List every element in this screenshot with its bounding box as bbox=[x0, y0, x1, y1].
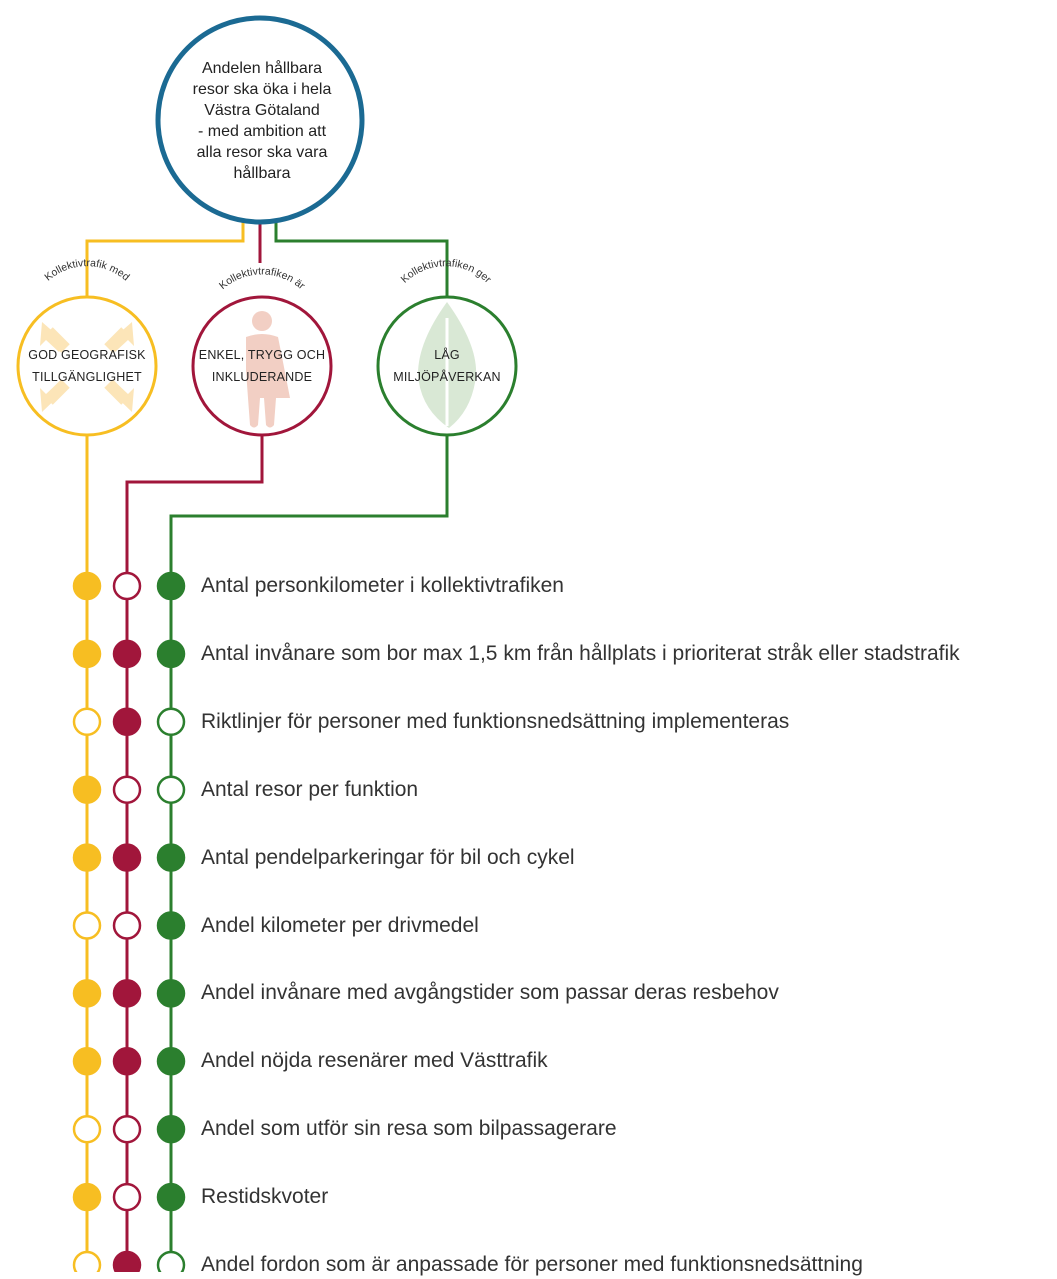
marker-green-filled bbox=[156, 911, 186, 940]
marker-green-empty bbox=[156, 707, 186, 737]
four-arrows-icon bbox=[40, 322, 134, 412]
marker-yellow-filled bbox=[72, 639, 102, 669]
indicator-label: Antal invånare som bor max 1,5 km från h… bbox=[201, 641, 960, 665]
marker-red-filled bbox=[112, 707, 142, 737]
marker-red-empty bbox=[112, 911, 142, 940]
marker-yellow-filled bbox=[72, 571, 102, 601]
goal-text-environment: LÅG MILJÖPÅVERKAN bbox=[393, 348, 501, 384]
marker-red-empty bbox=[112, 1182, 142, 1212]
marker-green-filled bbox=[156, 979, 186, 1008]
marker-yellow-filled bbox=[72, 775, 102, 804]
indicator-label: Andel som utför sin resa som bilpassager… bbox=[201, 1117, 617, 1141]
indicator-label: Andel kilometer per drivmedel bbox=[201, 913, 479, 937]
goal-text-inclusion: ENKEL, TRYGG OCH INKLUDERANDE bbox=[198, 348, 326, 384]
connector-main-to-environment bbox=[274, 219, 449, 297]
marker-green-filled bbox=[156, 571, 186, 601]
indicator-label: Riktlinjer för personer med funktionsned… bbox=[201, 709, 790, 733]
indicator-label: Andel invånare med avgångstider som pass… bbox=[201, 981, 779, 1005]
marker-green-filled bbox=[156, 1114, 186, 1144]
marker-yellow-empty bbox=[72, 911, 102, 940]
marker-red-filled bbox=[112, 1047, 142, 1076]
marker-yellow-empty bbox=[72, 707, 102, 737]
line-environment bbox=[169, 435, 449, 1265]
marker-yellow-empty bbox=[72, 1114, 102, 1144]
marker-yellow-empty bbox=[72, 1250, 102, 1272]
indicator-markers bbox=[72, 571, 186, 1272]
marker-yellow-filled bbox=[72, 1047, 102, 1076]
main-goal-circle bbox=[155, 15, 365, 225]
indicator-label: Antal resor per funktion bbox=[201, 777, 419, 801]
indicator-label: Antal pendelparkeringar för bil och cyke… bbox=[201, 845, 575, 869]
arc-label-inclusion: Kollektivtrafiken är bbox=[217, 265, 308, 292]
marker-green-empty bbox=[156, 775, 186, 804]
goal-text-geography: GOD GEOGRAFISK TILLGÄNGLIGHET bbox=[28, 348, 146, 384]
indicator-label: Antal personkilometer i kollektivtrafike… bbox=[201, 574, 564, 597]
indicator-label: Andel fordon som är anpassade för person… bbox=[201, 1253, 863, 1276]
marker-red-filled bbox=[112, 639, 142, 669]
connector-main-to-geography bbox=[85, 219, 245, 297]
marker-red-filled bbox=[112, 843, 142, 872]
indicator-label: Restidskvoter bbox=[201, 1185, 329, 1209]
person-icon bbox=[246, 311, 290, 428]
marker-green-empty bbox=[156, 1250, 186, 1272]
marker-green-filled bbox=[156, 1047, 186, 1076]
marker-green-filled bbox=[156, 843, 186, 872]
indicator-label: Andel nöjda resenärer med Västtrafik bbox=[201, 1049, 548, 1073]
marker-red-filled bbox=[112, 1250, 142, 1272]
marker-yellow-filled bbox=[72, 979, 102, 1008]
leaf-icon bbox=[418, 302, 477, 428]
line-inclusion bbox=[125, 435, 264, 1265]
marker-red-empty bbox=[112, 571, 142, 601]
marker-yellow-filled bbox=[72, 1182, 102, 1212]
marker-green-filled bbox=[156, 639, 186, 669]
marker-red-empty bbox=[112, 775, 142, 804]
marker-green-filled bbox=[156, 1182, 186, 1212]
marker-red-empty bbox=[112, 1114, 142, 1144]
main-goal-text: Andelen hållbara resor ska öka i hela Vä… bbox=[192, 60, 332, 182]
marker-red-filled bbox=[112, 979, 142, 1008]
marker-yellow-filled bbox=[72, 843, 102, 872]
